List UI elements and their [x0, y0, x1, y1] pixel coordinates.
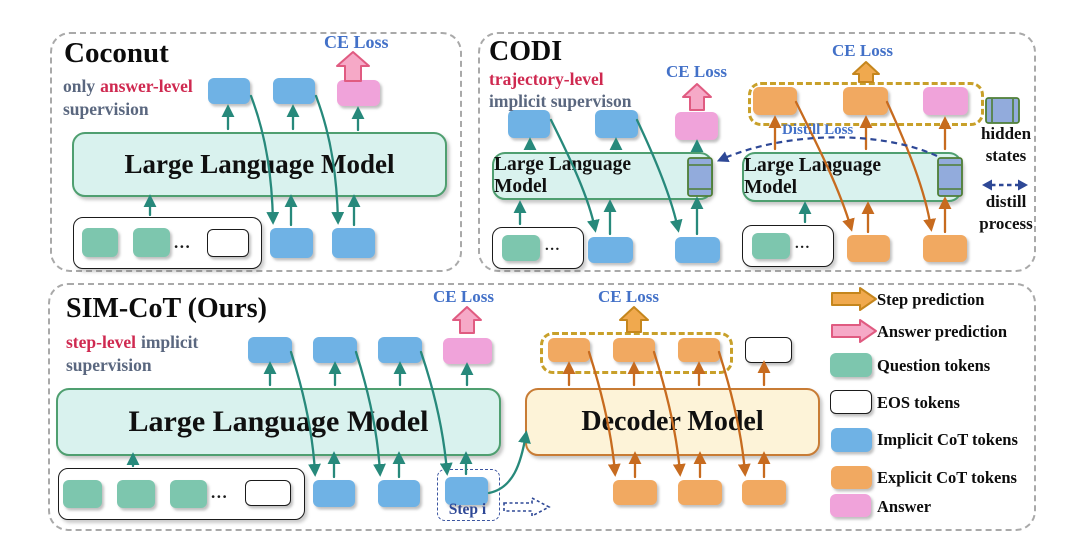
codi-title: CODI — [489, 36, 563, 67]
simcot-decoder-box: Decoder Model — [525, 388, 820, 456]
codi-subtitle-line2: implicit supervison — [489, 91, 632, 111]
answer-token — [675, 112, 718, 140]
legend-swatch-answer-token — [830, 494, 871, 517]
legend-label-implicit-tokens: Implicit CoT tokens — [877, 430, 1018, 449]
explicit-cot-token — [678, 480, 722, 505]
legend-label-answer: Answer — [877, 497, 932, 516]
implicit-cot-token — [378, 480, 420, 507]
question-token — [133, 228, 170, 257]
step-i-dashed-box — [437, 469, 500, 521]
step-i-label: Step i — [448, 501, 487, 518]
codi-left-ce-loss-label: CE Loss — [666, 62, 727, 81]
coconut-title: Coconut — [64, 37, 169, 69]
legend-label-eos-tokens: EOS tokens — [877, 393, 960, 412]
simcot-llm-label: Large Language Model — [128, 405, 429, 438]
legend-swatch-eos-token — [830, 390, 872, 414]
question-token — [170, 480, 207, 508]
explicit-cot-token — [753, 87, 797, 115]
codi-panel — [478, 32, 1036, 272]
coconut-llm-box: Large Language Model — [72, 132, 447, 197]
eos-token — [207, 229, 249, 257]
implicit-cot-token — [595, 110, 638, 138]
implicit-cot-token — [313, 480, 355, 507]
implicit-cot-token — [588, 237, 633, 263]
eos-token — [245, 480, 291, 506]
ellipsis: ... — [211, 483, 229, 502]
hidden-states-label-line1: hidden — [980, 124, 1032, 143]
hidden-states-label-line2: states — [985, 146, 1027, 165]
question-token — [82, 228, 118, 257]
question-token — [752, 233, 790, 259]
coconut-ce-loss-label: CE Loss — [324, 32, 389, 52]
eos-token — [745, 337, 792, 363]
legend-label-explicit-tokens: Explicit CoT tokens — [877, 468, 1017, 487]
explicit-cot-token — [847, 235, 890, 262]
legend-swatch-implicit-token — [831, 428, 872, 452]
implicit-cot-token — [332, 228, 375, 258]
explicit-cot-token — [678, 338, 720, 362]
question-token — [117, 480, 155, 508]
distill-process-label-line1: distill — [985, 192, 1027, 211]
coconut-panel — [50, 32, 462, 272]
distill-loss-label: Distill Loss — [782, 122, 854, 138]
simcot-subtitle-rest: implicit — [140, 332, 199, 352]
implicit-cot-token — [508, 110, 550, 138]
explicit-cot-token — [613, 338, 655, 362]
coconut-subtitle-highlight: answer-level — [100, 76, 193, 96]
legend-label-question-tokens: Question tokens — [877, 356, 991, 375]
codi-subtitle-line1: trajectory-level — [489, 69, 604, 89]
ellipsis: ... — [545, 238, 561, 254]
codi-right-ce-loss-label: CE Loss — [832, 41, 893, 60]
codi-teacher-llm-box: Large Language Model — [742, 152, 962, 202]
explicit-cot-token — [843, 87, 888, 115]
codi-student-llm-box: Large Language Model — [492, 152, 713, 200]
implicit-cot-token — [248, 337, 292, 363]
simcot-subtitle-line2: supervision — [66, 355, 152, 375]
explicit-cot-token — [613, 480, 657, 505]
implicit-cot-token — [273, 78, 315, 104]
coconut-subtitle-prefix: only — [63, 76, 96, 96]
codi-teacher-llm-label: Large Language Model — [744, 155, 882, 198]
implicit-cot-token — [313, 337, 357, 363]
answer-token — [337, 80, 380, 106]
question-token — [63, 480, 102, 508]
legend-label-answer-prediction: Answer prediction — [877, 322, 1008, 341]
simcot-decoder-label: Decoder Model — [581, 406, 764, 437]
answer-token — [443, 338, 492, 364]
ellipsis: ... — [795, 236, 811, 252]
legend-swatch-explicit-token — [831, 466, 872, 489]
implicit-cot-token — [270, 228, 313, 258]
simcot-left-ce-loss-label: CE Loss — [433, 287, 494, 306]
implicit-cot-token-step-i — [445, 477, 488, 505]
explicit-cot-token — [742, 480, 786, 505]
explicit-cot-token — [923, 235, 967, 262]
legend-label-step-prediction: Step prediction — [877, 290, 985, 309]
simcot-subtitle-highlight: step-level — [66, 332, 136, 352]
simcot-panel — [48, 283, 1036, 531]
implicit-cot-token — [675, 237, 720, 263]
coconut-subtitle-line2: supervision — [63, 99, 149, 119]
explicit-cot-token — [548, 338, 590, 362]
answer-token — [923, 87, 968, 115]
implicit-cot-token — [378, 337, 422, 363]
implicit-cot-token — [208, 78, 250, 104]
ellipsis: ... — [174, 233, 192, 252]
question-token — [502, 235, 540, 261]
coconut-llm-label: Large Language Model — [124, 149, 395, 179]
simcot-right-ce-loss-label: CE Loss — [598, 287, 659, 306]
simcot-llm-box: Large Language Model — [56, 388, 501, 456]
distill-process-label-line2: process — [979, 214, 1033, 233]
legend-swatch-question-token — [830, 353, 872, 377]
simcot-title: SIM-CoT (Ours) — [66, 293, 267, 324]
codi-student-llm-label: Large Language Model — [494, 154, 632, 197]
